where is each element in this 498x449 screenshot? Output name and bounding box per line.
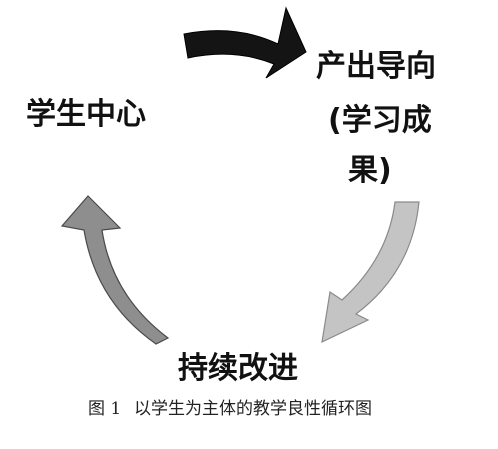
node-outcome-oriented-line-3: 果) <box>348 153 392 188</box>
node-student-center: 学生中心 <box>26 97 146 132</box>
arrow-student-to-outcome <box>183 6 307 79</box>
arrow-improvement-to-student <box>60 195 170 345</box>
figure-caption: 以学生为主体的教学良性循环图 <box>134 399 372 419</box>
node-continuous-improvement: 持续改进 <box>178 351 298 386</box>
arrow-outcome-to-improvement <box>321 201 420 344</box>
node-outcome-oriented-line-2: (学习成 <box>328 103 432 138</box>
figure-number: 图 1 <box>88 399 121 419</box>
node-outcome-oriented-line-1: 产出导向 <box>316 49 436 84</box>
